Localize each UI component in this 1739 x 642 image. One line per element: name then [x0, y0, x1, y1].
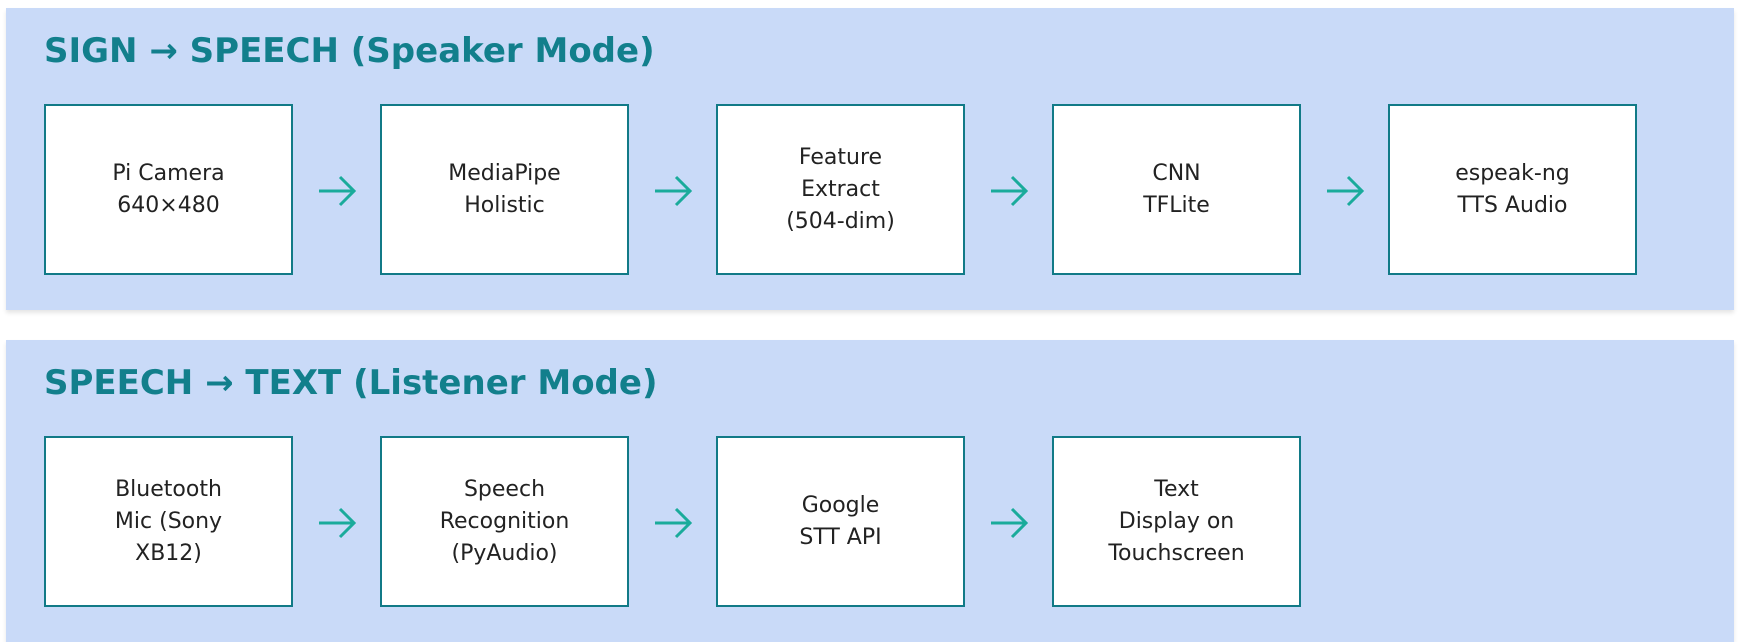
speech-recognition-step: Speech Recognition (PyAudio): [380, 436, 629, 607]
step-label: Pi Camera 640×480: [112, 160, 225, 218]
step-label: Bluetooth Mic (Sony XB12): [114, 476, 223, 566]
espeak-tts-step: espeak-ng TTS Audio: [1388, 104, 1637, 275]
feature-extract-step: Feature Extract (504-dim): [716, 104, 965, 275]
step-label: Text Display on Touchscreen: [1108, 476, 1245, 566]
sign-to-speech-title: SIGN → SPEECH (Speaker Mode): [44, 31, 655, 71]
cnn-tflite-step: CNN TFLite: [1052, 104, 1301, 275]
step-label: MediaPipe Holistic: [448, 160, 561, 218]
step-label: Speech Recognition (PyAudio): [439, 476, 570, 566]
speech-to-text-title: SPEECH → TEXT (Listener Mode): [44, 363, 658, 403]
arrow-right-icon: [319, 507, 357, 539]
arrow-right-icon: [1327, 175, 1365, 207]
step-label: Google STT API: [799, 492, 882, 550]
google-stt-step: Google STT API: [716, 436, 965, 607]
step-label: espeak-ng TTS Audio: [1455, 160, 1570, 218]
arrow-right-icon: [655, 507, 693, 539]
pi-camera-step: Pi Camera 640×480: [44, 104, 293, 275]
mediapipe-holistic-step: MediaPipe Holistic: [380, 104, 629, 275]
arrow-right-icon: [319, 175, 357, 207]
sign-to-speech-panel: SIGN → SPEECH (Speaker Mode) Pi Camera 6…: [6, 8, 1734, 310]
speech-to-text-panel: SPEECH → TEXT (Listener Mode) Bluetooth …: [6, 340, 1734, 642]
step-label: Feature Extract (504-dim): [786, 144, 895, 234]
bluetooth-mic-step: Bluetooth Mic (Sony XB12): [44, 436, 293, 607]
arrow-right-icon: [991, 507, 1029, 539]
step-label: CNN TFLite: [1143, 160, 1210, 218]
text-display-step: Text Display on Touchscreen: [1052, 436, 1301, 607]
arrow-right-icon: [655, 175, 693, 207]
arrow-right-icon: [991, 175, 1029, 207]
